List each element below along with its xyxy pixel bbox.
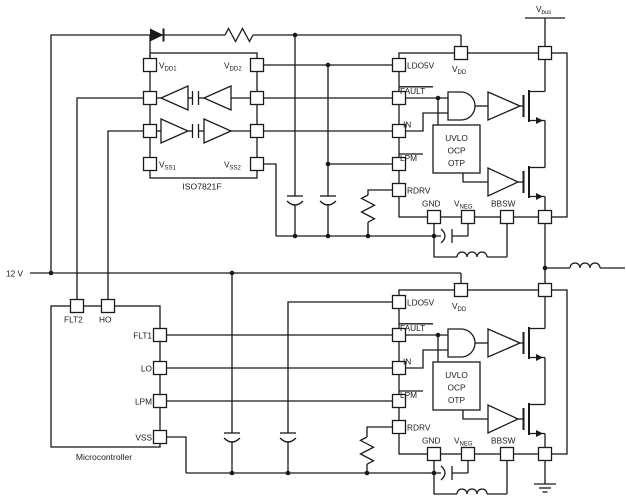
- mcu-pin-vss: VSS: [135, 433, 152, 443]
- ldo5v-bypass-capacitor-bottom: [279, 432, 297, 443]
- gate-driver-chip-top: [391, 45, 568, 225]
- gate-driver-chip-bottom: [391, 282, 568, 462]
- vneg-capacitor-top: [440, 228, 453, 244]
- ldo5v-bypass-capacitor-top: [319, 195, 337, 206]
- drv-pin-rdrv: RDRV: [407, 423, 431, 433]
- driver-bottom-labels: LDO5V VDD FAULT IN LPM RDRV GND VNEG BBS…: [399, 298, 516, 448]
- rdrv-resistor-top: [360, 194, 376, 223]
- rdrv-resistor-bottom: [359, 436, 375, 465]
- junction-dots: [48, 32, 548, 476]
- driver-top-labels: LDO5V VDD FAULT IN LPM RDRV GND VNEG BBS…: [399, 61, 516, 211]
- mcu-pin-flt1: FLT1: [133, 331, 152, 341]
- iso-pin-vss2: VSS2: [224, 160, 242, 172]
- drv-block-otp: OTP: [448, 158, 466, 168]
- drv-pin-vdd: VDD: [452, 64, 467, 76]
- wiring: [30, 17, 625, 495]
- drv-pin-gnd: GND: [422, 436, 440, 446]
- iso-pin-vss1: VSS1: [159, 160, 177, 172]
- drv-pin-in: IN: [403, 357, 411, 367]
- drv-pin-fault: FAULT: [400, 86, 425, 96]
- mcu-pin-ho: HO: [99, 315, 112, 325]
- buckboost-inductor-top: [456, 251, 488, 258]
- mcu-pin-flt2: FLT2: [64, 315, 83, 325]
- drv-block-ocp: OCP: [448, 146, 466, 156]
- iso-chip-name: ISO7821F: [182, 182, 221, 192]
- drv-block-otp: OTP: [448, 395, 466, 405]
- iso-channel-reverse-icon: [156, 84, 251, 112]
- iso-pin-vdd1: VDD1: [159, 61, 177, 73]
- mcu-chip-name: Microcontroller: [76, 452, 132, 462]
- mcu-labels: FLT2 HO FLT1 LO LPM VSS Microcontroller: [64, 315, 153, 463]
- drv-pin-ldo5v: LDO5V: [407, 61, 435, 71]
- microcontroller-chip: [50, 298, 168, 448]
- drv-block-ocp: OCP: [448, 383, 466, 393]
- bootstrap-resistor-symbol: [224, 27, 254, 43]
- drv-pin-gnd: GND: [422, 199, 440, 209]
- iso7821f-chip: [142, 52, 265, 179]
- drv-block-uvlo: UVLO: [445, 370, 468, 380]
- vneg-capacitor-bottom: [440, 465, 453, 481]
- drv-pin-fault: FAULT: [400, 323, 425, 333]
- drv-pin-lpm: LPM: [400, 153, 417, 163]
- drv-pin-ldo5v: LDO5V: [407, 298, 435, 308]
- buckboost-inductor-bottom: [456, 488, 488, 495]
- drv-pin-in: IN: [403, 120, 411, 130]
- drv-pin-bbsw: BBSW: [491, 436, 516, 446]
- ground-symbol: [534, 483, 556, 493]
- drv-pin-lpm: LPM: [400, 390, 417, 400]
- drv-pin-rdrv: RDRV: [407, 186, 431, 196]
- supply-12v-label: 12 V: [6, 269, 24, 279]
- iso-pin-vdd2: VDD2: [224, 61, 242, 73]
- output-inductor: [569, 262, 601, 269]
- drv-pin-bbsw: BBSW: [491, 199, 516, 209]
- vdd-bypass-capacitor-bottom: [223, 432, 241, 443]
- mcu-pin-lo: LO: [141, 364, 153, 374]
- drv-pin-vneg: VNEG: [454, 436, 473, 448]
- drv-block-uvlo: UVLO: [445, 133, 468, 143]
- vdd-bypass-capacitor-top: [286, 195, 304, 206]
- vbus-label: Vbus: [536, 4, 551, 16]
- mcu-pin-lpm: LPM: [135, 397, 152, 407]
- drv-pin-vdd: VDD: [452, 301, 467, 313]
- bootstrap-diode-symbol: [150, 28, 165, 42]
- iso-channel-forward-icon: [156, 117, 251, 145]
- drv-pin-vneg: VNEG: [454, 199, 473, 211]
